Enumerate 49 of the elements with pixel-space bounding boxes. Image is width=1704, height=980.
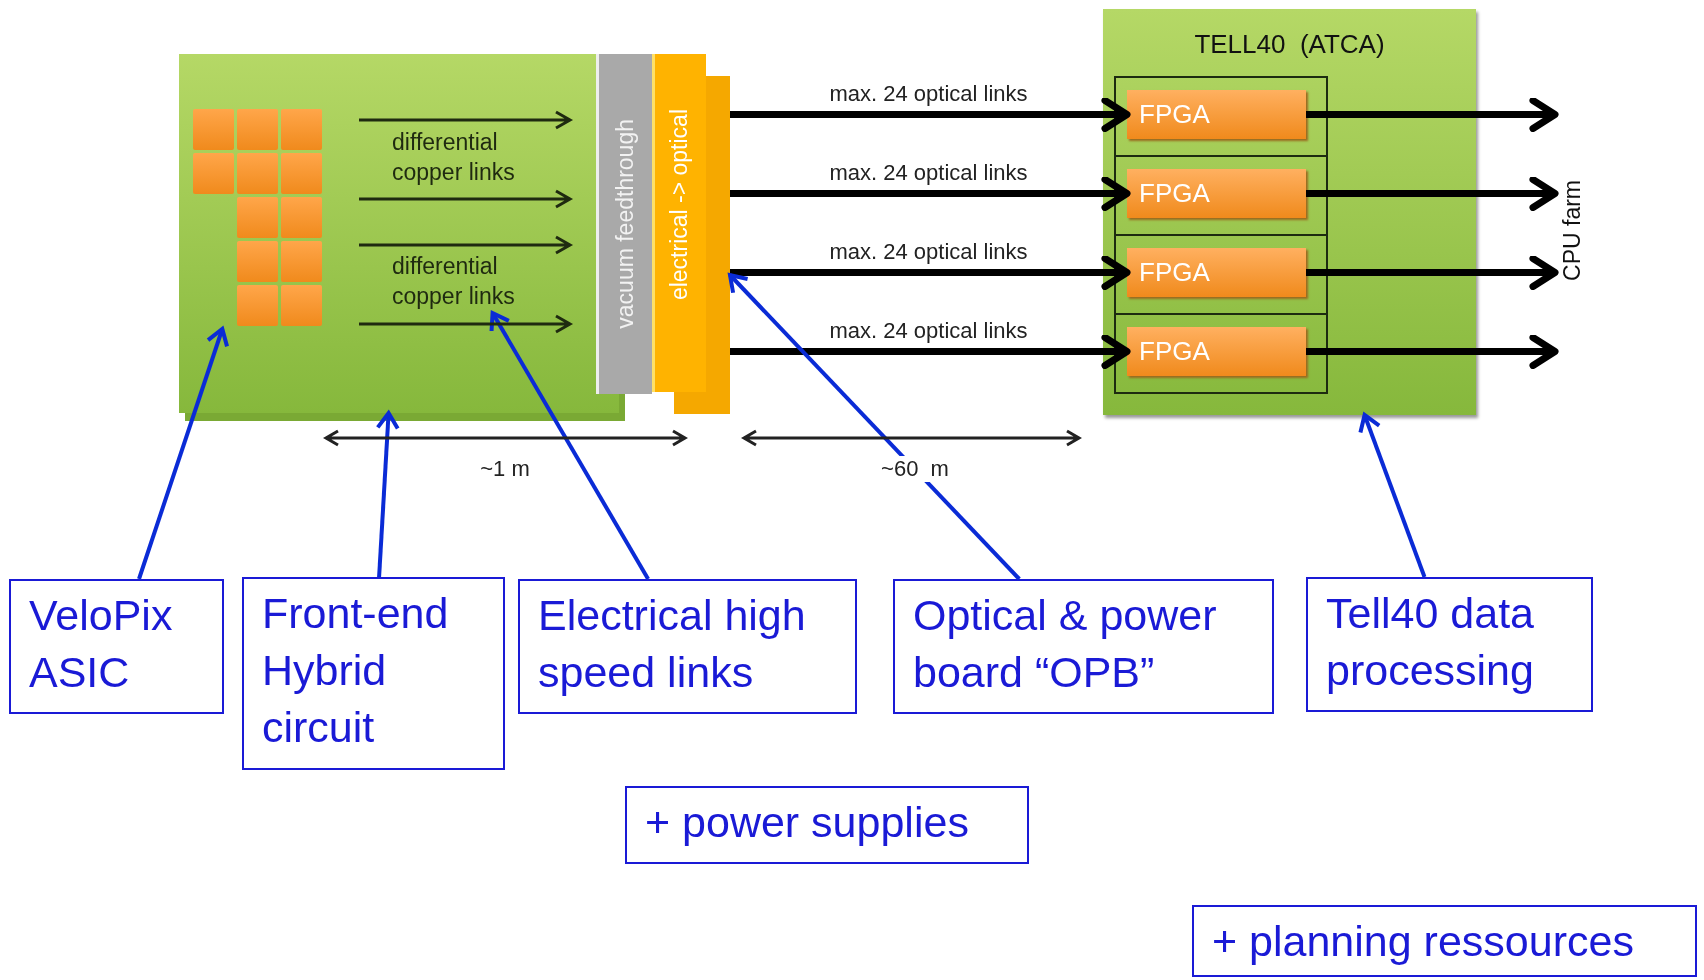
callout-box bbox=[625, 786, 1029, 864]
leader-line bbox=[728, 273, 1021, 581]
callout-text: Tell40 data processing bbox=[1326, 588, 1535, 696]
edge-label: max. 24 optical links bbox=[829, 238, 1028, 265]
destination-label: CPU farm bbox=[1558, 179, 1586, 281]
callout-box bbox=[1192, 905, 1697, 977]
leader-line bbox=[489, 311, 650, 580]
arrow bbox=[730, 334, 1131, 369]
callout-text: VeloPix ASIC bbox=[29, 590, 174, 698]
arrow bbox=[1306, 255, 1559, 290]
edge-label: max. 24 optical links bbox=[829, 317, 1028, 344]
fpga-label: FPGA bbox=[1139, 99, 1210, 130]
arrow bbox=[1306, 97, 1559, 132]
leader-line bbox=[375, 411, 400, 578]
callout-text: Optical & power board “OPB” bbox=[913, 590, 1218, 698]
optical-board bbox=[652, 54, 730, 414]
callout-box bbox=[242, 577, 505, 770]
link-label: differential copper links bbox=[392, 128, 516, 187]
link-label: differential copper links bbox=[392, 252, 516, 311]
arrow bbox=[730, 97, 1131, 132]
arrow bbox=[730, 176, 1131, 211]
arrow bbox=[730, 255, 1131, 290]
bar-label: vacuum feedthrough bbox=[612, 119, 639, 329]
crate-panel bbox=[1103, 9, 1476, 415]
callout-text: Electrical high speed links bbox=[538, 590, 807, 698]
fpga-box bbox=[1127, 248, 1306, 297]
fpga-box bbox=[1127, 90, 1306, 139]
leader-line bbox=[1358, 413, 1427, 578]
panel-title: TELL40 (ATCA) bbox=[1193, 29, 1386, 60]
edge-label: max. 24 optical links bbox=[829, 80, 1028, 107]
callout-text: + planning ressources bbox=[1212, 916, 1635, 967]
edge-label: max. 24 optical links bbox=[829, 159, 1028, 186]
asic-chip-array-drawing bbox=[193, 109, 325, 329]
fpga-box bbox=[1127, 169, 1306, 218]
callout-box bbox=[893, 579, 1274, 714]
fpga-label: FPGA bbox=[1139, 178, 1210, 209]
callout-text: Front-end Hybrid circuit bbox=[262, 588, 450, 753]
callout-box bbox=[9, 579, 224, 714]
feedthrough-bar bbox=[596, 54, 652, 394]
callout-box bbox=[518, 579, 857, 714]
bar-label: electrical -> optical bbox=[666, 109, 693, 301]
arrow bbox=[1306, 176, 1559, 211]
fpga-label: FPGA bbox=[1139, 336, 1210, 367]
fpga-label: FPGA bbox=[1139, 257, 1210, 288]
arrow bbox=[1306, 334, 1559, 369]
fpga-box bbox=[1127, 327, 1306, 376]
callout-text: + power supplies bbox=[645, 797, 970, 848]
leader-line bbox=[137, 327, 230, 580]
callout-box bbox=[1306, 577, 1593, 712]
